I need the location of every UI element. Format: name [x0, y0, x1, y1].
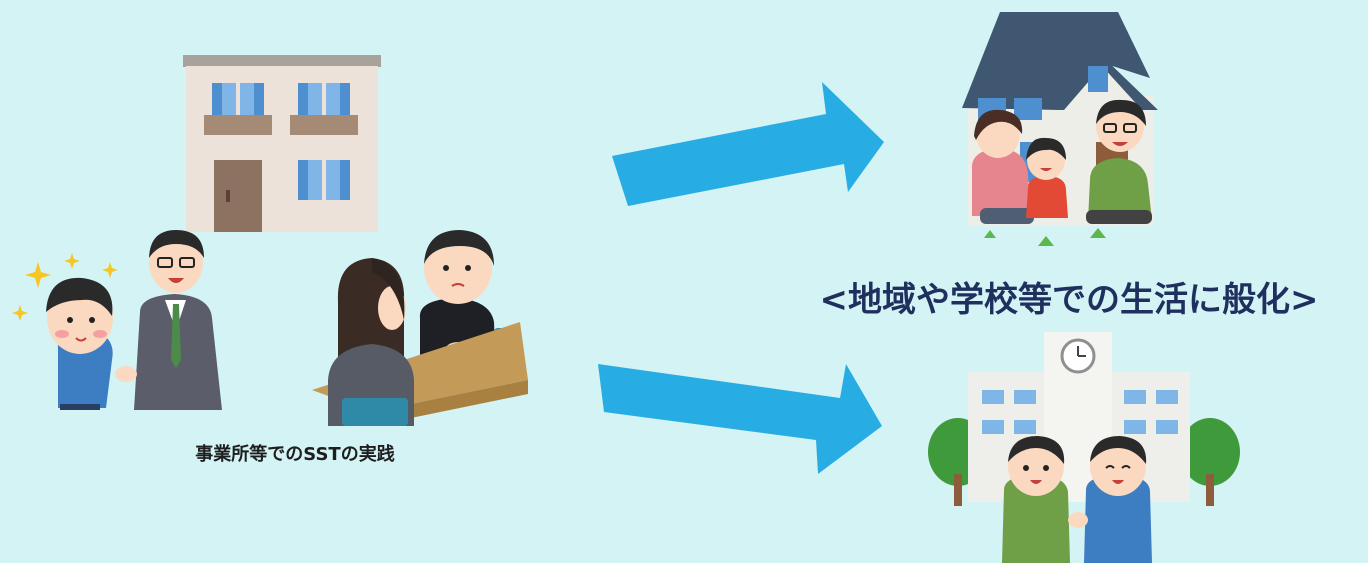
arrow-to-home-icon — [612, 82, 884, 206]
caption-generalization: <地域や学校等での生活に般化> — [819, 280, 1319, 320]
counseling-at-table-icon — [312, 230, 528, 426]
school-with-boys-icon — [928, 332, 1240, 563]
caption-sst-practice: 事業所等でのSSTの実践 — [195, 444, 395, 465]
arrow-to-school-icon — [598, 364, 882, 474]
apartment-building-icon — [183, 55, 381, 232]
family-at-house-icon — [962, 12, 1158, 246]
boy-praised-by-teacher-icon — [12, 230, 222, 410]
